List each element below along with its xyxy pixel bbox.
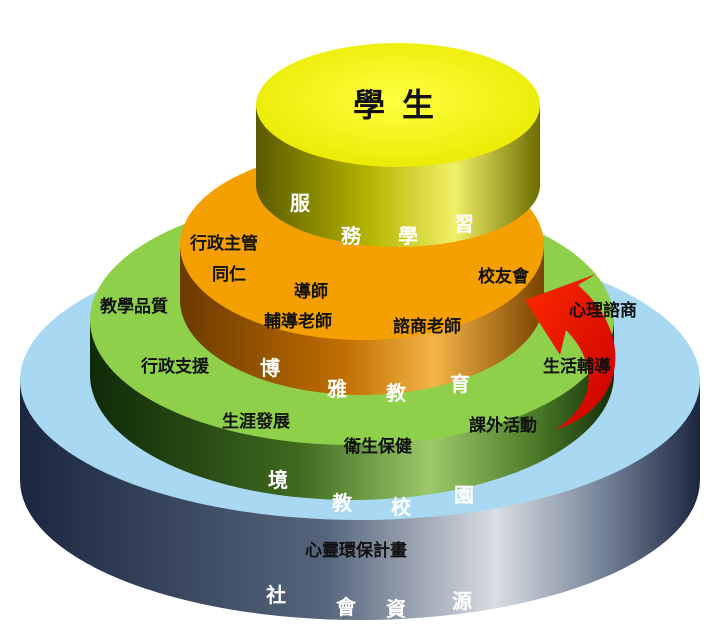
orange-label: 行政主管	[189, 233, 258, 254]
orange-side-char: 育	[450, 372, 470, 396]
yellow-disk-top	[256, 43, 540, 167]
green-label: 行政支援	[140, 356, 210, 377]
green-label: 生活輔導	[543, 356, 611, 377]
top-title-char: 學	[353, 86, 385, 124]
green-side-char: 教	[332, 491, 353, 515]
green-label: 教學品質	[99, 296, 168, 317]
orange-side-char: 雅	[327, 377, 347, 401]
orange-label: 同仁	[212, 264, 246, 285]
green-side-char: 境	[268, 468, 288, 492]
green-label: 心理諮商	[569, 300, 637, 321]
yellow-disk	[256, 43, 540, 247]
orange-label: 導師	[294, 281, 328, 302]
orange-side-char: 教	[386, 381, 407, 405]
blue-side-char: 資	[386, 597, 406, 621]
top-title-char: 生	[402, 86, 434, 124]
orange-side-char: 博	[260, 356, 280, 380]
orange-label: 諮商老師	[393, 316, 461, 337]
green-label: 衛生保健	[343, 436, 412, 457]
top-side-char: 學	[398, 224, 418, 248]
green-label: 課外活動	[469, 415, 537, 436]
blue-label: 心靈環保計畫	[305, 540, 407, 561]
blue-side-char: 社	[265, 583, 286, 607]
top-side-char: 習	[454, 212, 474, 236]
top-side-char: 服	[290, 191, 311, 215]
orange-label: 輔導老師	[264, 311, 332, 332]
green-side-char: 園	[454, 483, 474, 507]
green-label: 生涯發展	[222, 411, 290, 432]
blue-side-char: 源	[452, 589, 472, 613]
green-side-char: 校	[391, 495, 412, 519]
blue-side-char: 會	[336, 595, 357, 619]
orange-label: 校友會	[478, 266, 530, 287]
curved-arrow-icon	[525, 274, 616, 430]
top-side-char: 務	[341, 224, 362, 248]
